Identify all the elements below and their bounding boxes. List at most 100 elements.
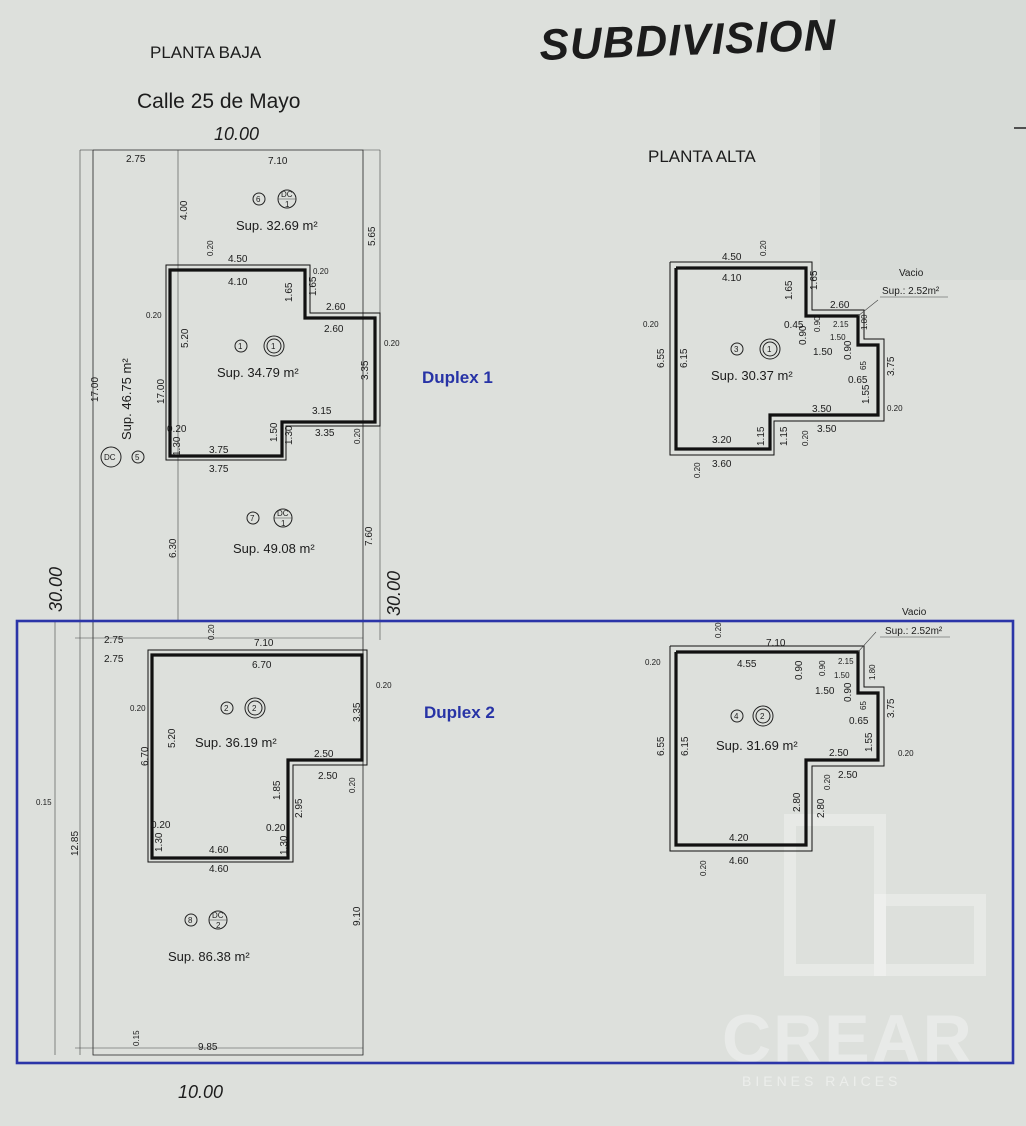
svg-text:5: 5 <box>135 453 140 462</box>
svg-text:Sup.: 2.52m²: Sup.: 2.52m² <box>882 286 940 297</box>
svg-text:2: 2 <box>252 704 257 713</box>
pa2-dim-020-e: 0.20 <box>699 860 708 876</box>
pa1-dim-020-d: 0.20 <box>801 430 810 446</box>
dim-260-a: 2.60 <box>326 302 346 313</box>
svg-text:3: 3 <box>734 345 739 354</box>
svg-text:2: 2 <box>216 921 221 930</box>
pa1-dim-350-a: 3.50 <box>812 404 832 415</box>
pa1-dim-115-a: 1.15 <box>756 426 767 446</box>
svg-text:1: 1 <box>767 345 772 354</box>
unit-4-walls <box>669 631 885 852</box>
upper-floor-heading: PLANTA ALTA <box>648 147 756 166</box>
svg-text:6: 6 <box>256 195 261 204</box>
dim-020-g: 0.20 <box>207 624 216 640</box>
dim-275-b: 2.75 <box>104 635 124 646</box>
unit-2-walls <box>147 649 368 863</box>
lot-7-label: 7 DC 1 Sup. 49.08 m² <box>233 508 315 556</box>
svg-text:Vacio: Vacio <box>899 268 924 279</box>
svg-text:4: 4 <box>734 712 739 721</box>
dim-130-b: 1.30 <box>284 425 295 445</box>
dim-275-top: 2.75 <box>126 154 146 165</box>
watermark-name: CREAR <box>722 1001 974 1077</box>
pa1-dim-065-a: 65 <box>859 361 868 370</box>
svg-text:8: 8 <box>188 916 193 925</box>
lot-8-label: 8 DC 2 Sup. 86.38 m² <box>168 910 250 964</box>
right-depth: 30.00 <box>384 571 404 616</box>
svg-text:DC: DC <box>212 911 224 920</box>
dim-710-top: 7.10 <box>268 156 288 167</box>
dim-565: 5.65 <box>367 226 378 246</box>
dim-020-a: 0.20 <box>206 240 215 256</box>
pa1-dim-150-a: 1.50 <box>830 333 846 342</box>
duplex-2-label: Duplex 2 <box>424 703 495 722</box>
pa1-dim-410: 4.10 <box>722 273 742 284</box>
lot-6-area: Sup. 32.69 m² <box>236 218 318 233</box>
svg-text:1: 1 <box>285 200 290 209</box>
dim-985: 9.85 <box>198 1042 218 1053</box>
pa1-dim-260: 2.60 <box>830 300 850 311</box>
pa1-dim-090-b: 0.90 <box>798 325 809 345</box>
lot-8-area: Sup. 86.38 m² <box>168 949 250 964</box>
pa2-dim-155: 1.55 <box>864 732 875 752</box>
pa2-dim-020-b: 0.20 <box>645 658 661 667</box>
pa2-dim-065-b: 0.65 <box>849 716 869 727</box>
pa2-dim-455: 4.55 <box>737 659 757 670</box>
pa1-dim-375: 3.75 <box>886 356 897 376</box>
dim-520-b: 5.20 <box>167 728 178 748</box>
dim-910: 9.10 <box>352 906 363 926</box>
dim-020-j: 0.20 <box>348 777 357 793</box>
svg-text:7: 7 <box>250 514 255 523</box>
dim-165-b: 1.65 <box>308 276 319 296</box>
crear-watermark-logo: CREAR BIENES RAICES <box>722 814 986 1089</box>
pa2-dim-615: 6.15 <box>680 736 691 756</box>
stamp-shadow <box>820 0 1026 280</box>
lot-4-area: Sup. 31.69 m² <box>716 738 798 753</box>
dim-130-c: 1.30 <box>154 832 165 852</box>
lot-4-label: 4 2 Sup. 31.69 m² <box>716 705 798 753</box>
pa2-dim-280-a: 2.80 <box>792 792 803 812</box>
pa1-dim-090-c: 0.90 <box>843 340 854 360</box>
pa2-dim-460: 4.60 <box>729 856 749 867</box>
dim-020-h: 0.20 <box>376 681 392 690</box>
dim-015-b: 0.15 <box>132 1030 141 1046</box>
vacio-1-label: Vacio Sup.: 2.52m² <box>880 268 948 298</box>
dim-760: 7.60 <box>364 526 375 546</box>
lot-6-label: 6 DC 1 Sup. 32.69 m² <box>236 189 318 233</box>
vacio-2-label: Vacio Sup.: 2.52m² <box>880 607 950 638</box>
dim-275-c: 2.75 <box>104 654 124 665</box>
unit-1-walls <box>165 264 381 461</box>
lot-3-area: Sup. 30.37 m² <box>711 368 793 383</box>
svg-text:DC: DC <box>104 453 116 462</box>
left-depth: 30.00 <box>46 567 66 612</box>
lot-5-area: Sup. 46.75 m² <box>119 358 134 440</box>
lot-3-label: 3 1 Sup. 30.37 m² <box>711 338 793 383</box>
pa2-dim-180: 1.80 <box>868 664 877 680</box>
watermark-subtitle: BIENES RAICES <box>742 1073 901 1089</box>
pa1-dim-150-b: 1.50 <box>813 347 833 358</box>
dim-185: 1.85 <box>272 780 283 800</box>
dim-335-b: 3.35 <box>315 428 335 439</box>
dim-020-k: 0.20 <box>151 820 171 831</box>
dim-450: 4.50 <box>228 254 248 265</box>
dim-670-b: 6.70 <box>140 746 151 766</box>
dim-250-a: 2.50 <box>314 749 334 760</box>
lot-2-label: 2 2 Sup. 36.19 m² <box>195 697 277 750</box>
lot-1-label: 1 1 Sup. 34.79 m² <box>217 335 299 380</box>
dim-520: 5.20 <box>180 328 191 348</box>
pa1-dim-655: 6.55 <box>656 348 667 368</box>
dim-020-i: 0.20 <box>130 704 146 713</box>
dim-1700-a: 17.00 <box>90 377 101 402</box>
pa1-dim-115-b: 1.15 <box>779 426 790 446</box>
dim-670-a: 6.70 <box>252 660 272 671</box>
dim-315: 3.15 <box>312 406 332 417</box>
pa1-dim-360: 3.60 <box>712 459 732 470</box>
pa1-dim-180: 1.80 <box>860 314 869 330</box>
svg-text:Vacio: Vacio <box>902 607 927 618</box>
pa1-dim-615: 6.15 <box>679 348 690 368</box>
dim-460-b: 4.60 <box>209 864 229 875</box>
dim-460-a: 4.60 <box>209 845 229 856</box>
pa1-dim-090-a: 0.90 <box>813 316 822 332</box>
unit-3-walls <box>669 261 885 456</box>
dim-020-f: 0.20 <box>353 428 362 444</box>
svg-text:DC: DC <box>277 509 289 518</box>
